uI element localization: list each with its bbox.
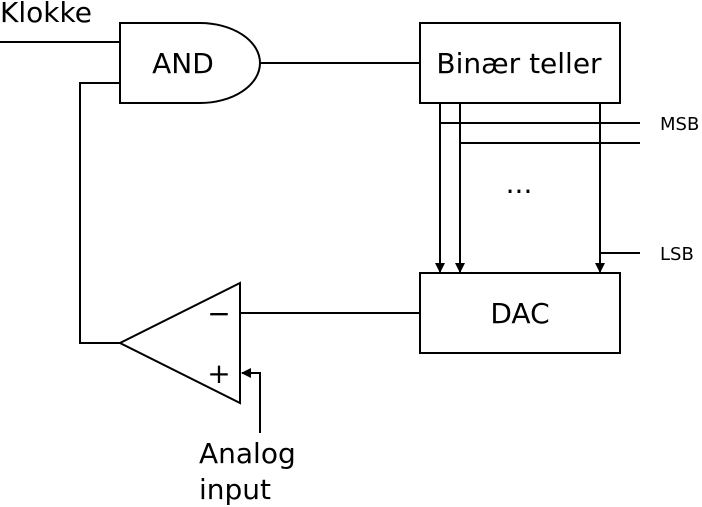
analog-input-wire xyxy=(241,368,261,433)
and-gate xyxy=(119,22,261,104)
clock-label: Klokke xyxy=(0,0,92,29)
lsb-label: LSB xyxy=(660,244,694,265)
comparator-plus-label: + xyxy=(207,357,230,390)
analog-input-label-line2: input xyxy=(199,473,271,506)
msb-label: MSB xyxy=(660,114,699,135)
binary-counter-box xyxy=(419,22,621,104)
binary-counter-label: Binær teller xyxy=(436,47,602,80)
comparator xyxy=(117,281,241,405)
dac-label: DAC xyxy=(490,297,549,330)
and-gate-label: AND xyxy=(152,47,214,80)
ellipsis-label: ... xyxy=(506,167,533,200)
analog-input-label-line1: Analog xyxy=(199,437,296,470)
comparator-minus-label: − xyxy=(207,297,230,330)
feedback-wire xyxy=(79,82,120,344)
